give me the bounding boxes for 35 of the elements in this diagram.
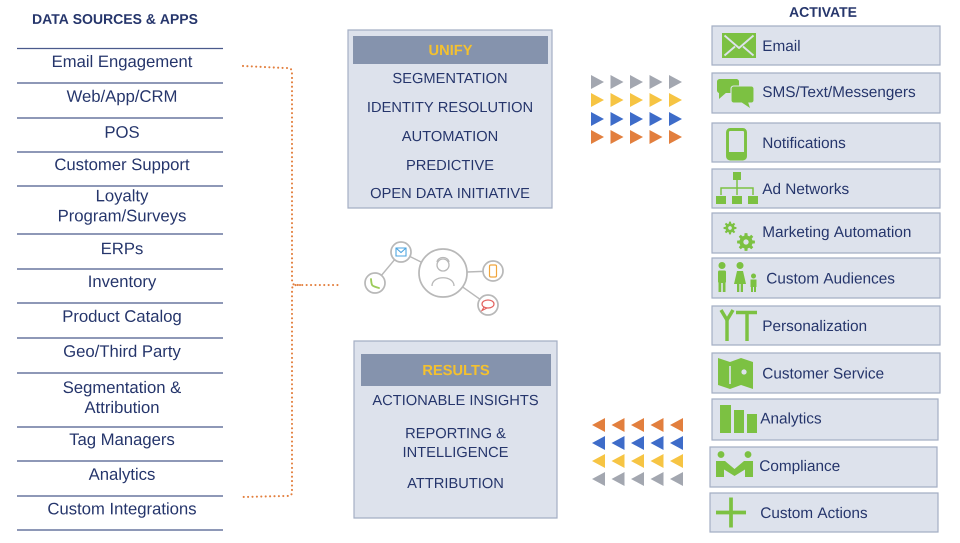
- list-item: OPEN DATA INITIATIVE: [370, 188, 530, 198]
- source-item: Analytics: [17, 460, 223, 484]
- channel-box: Personalization: [711, 305, 941, 346]
- source-item: Tag Managers: [17, 426, 223, 448]
- channel-box: Marketing Automation: [711, 212, 941, 254]
- channel-box: Analytics: [711, 398, 939, 441]
- channel-box: Custom Audiences: [711, 257, 941, 299]
- source-item: Web/App/CRM: [17, 82, 223, 106]
- source-item: Segmentation & Attribution: [17, 372, 223, 414]
- header-band: RESULTS: [361, 354, 551, 386]
- list-item: IDENTITY RESOLUTION: [368, 102, 532, 112]
- list-item: ATTRIBUTION: [407, 478, 503, 488]
- source-item: Inventory: [17, 268, 223, 290]
- source-item: Custom Integrations: [17, 495, 223, 531]
- source-item: Product Catalog: [17, 302, 223, 326]
- channel-box: Ad Networks: [711, 168, 941, 209]
- column-heading: DATA SOURCES & APPS: [32, 14, 198, 24]
- source-item: Email Engagement: [17, 48, 223, 70]
- list-item: SEGMENTATION: [393, 72, 506, 84]
- source-item: POS: [17, 117, 223, 138]
- channel-box: Compliance: [709, 446, 938, 488]
- list-item: AUTOMATION: [402, 130, 498, 142]
- list-item: ACTIONABLE INSIGHTS: [372, 394, 538, 406]
- source-item: ERPs: [17, 233, 223, 254]
- channel-box: Notifications: [711, 122, 941, 163]
- channel-box: Email: [711, 25, 941, 66]
- header-band: UNIFY: [353, 36, 548, 64]
- list-item: REPORTING & INTELLIGENCE: [404, 428, 508, 458]
- list-item: PREDICTIVE: [407, 160, 494, 170]
- channel-box: SMS/Text/Messengers: [711, 72, 941, 114]
- channel-box: Customer Service: [711, 352, 941, 394]
- channel-box: Custom Actions: [709, 492, 939, 533]
- source-item: Loyalty Program/Surveys: [17, 185, 223, 225]
- source-item: Customer Support: [17, 151, 223, 174]
- source-item: Geo/Third Party: [17, 337, 223, 360]
